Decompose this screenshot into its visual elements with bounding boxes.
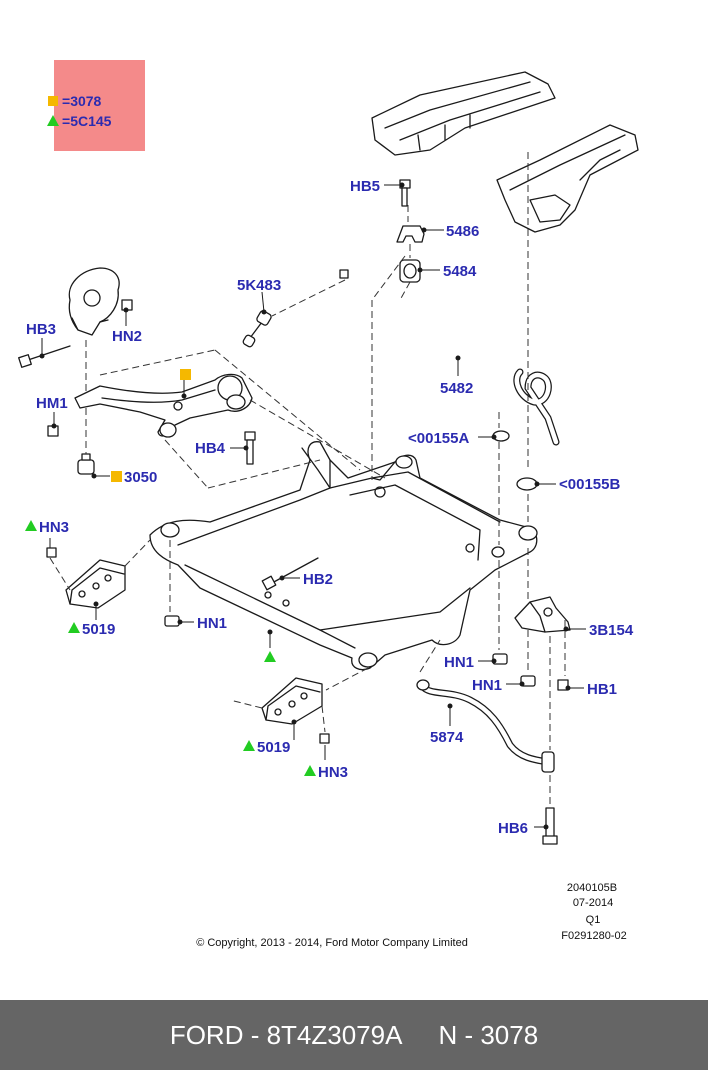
callout-hm1: HM1 (36, 395, 68, 412)
callout-5874: 5874 (430, 729, 464, 746)
link-5874 (416, 679, 555, 773)
legend-triangle-label: =5C145 (62, 113, 112, 129)
callout-hn3-right: HN3 (318, 764, 348, 781)
callout-5486: 5486 (446, 223, 479, 240)
callout-hb6: HB6 (498, 820, 528, 837)
callout-5482: 5482 (440, 380, 473, 397)
callout-hn2: HN2 (112, 328, 142, 345)
bracket-3b154 (514, 596, 571, 633)
callout-5019-left: 5019 (82, 621, 115, 638)
callout-3b154: 3B154 (589, 622, 634, 639)
bolt-hb3 (18, 345, 71, 368)
stabilizer-clamp (396, 225, 425, 243)
triangle-marker-icon (264, 651, 276, 662)
footer-part-number: FORD - 8T4Z3079A (169, 1019, 403, 1050)
triangle-marker-icon (68, 622, 80, 633)
callout-00155b: <00155B (559, 476, 620, 493)
callout-hn1-right-b: HN1 (472, 677, 502, 694)
nut-hn3 (46, 547, 330, 744)
steering-knuckle (68, 267, 133, 336)
callout-hb2: HB2 (303, 571, 333, 588)
bolt-hb5 (399, 179, 411, 207)
callout-5484: 5484 (443, 263, 477, 280)
ball-joint-3050 (77, 453, 95, 475)
triangle-marker-icon (25, 520, 37, 531)
triangle-marker-icon (304, 765, 316, 776)
parts-diagram: =3078 =5C145 (18, 60, 639, 949)
body-rail-upper (371, 71, 556, 156)
lower-control-arm (74, 373, 253, 438)
triangle-marker-icon (47, 115, 59, 126)
stabilizer-link (242, 269, 349, 348)
bolt-hb6 (542, 807, 558, 845)
stabilizer-bushing (399, 259, 421, 283)
callout-hb4: HB4 (195, 440, 226, 457)
body-rail-lower (496, 124, 639, 233)
callout-hn1-left: HN1 (197, 615, 227, 632)
bolt-hb4 (244, 431, 256, 465)
diagram-reference: F0291280-02 (561, 930, 626, 942)
triangle-marker-icon (243, 740, 255, 751)
footer-reference: N - 3078 (438, 1019, 539, 1050)
callout-5019-right: 5019 (257, 739, 290, 756)
front-subframe (149, 441, 538, 671)
callout-hb5: HB5 (350, 178, 380, 195)
square-marker-icon (111, 471, 122, 482)
callout-00155a: <00155A (408, 430, 469, 447)
nut-hn1 (164, 615, 536, 687)
diagram-date: 07-2014 (573, 897, 613, 909)
isolator-00155b (516, 477, 538, 491)
footer-bar: FORD - 8T4Z3079A N - 3078 (0, 1000, 708, 1070)
assembly-lines (49, 152, 566, 804)
bracket-5019-left (65, 559, 126, 609)
legend-box: =3078 =5C145 (47, 60, 145, 151)
bracket-5019-right (261, 677, 323, 725)
copyright-text: © Copyright, 2013 - 2014, Ford Motor Com… (196, 937, 468, 949)
callout-5k483: 5K483 (237, 277, 281, 294)
square-marker-icon (180, 369, 191, 380)
callout-hb1: HB1 (587, 681, 617, 698)
diagram-code: 2040105B (567, 882, 617, 894)
bolt-hb1 (557, 679, 569, 691)
callout-hn3-left: HN3 (39, 519, 69, 536)
stabilizer-bar (304, 292, 560, 446)
leader-lines (39, 182, 586, 830)
square-marker-icon (48, 96, 58, 106)
diagram-quarter: Q1 (586, 914, 601, 926)
callout-hb3: HB3 (26, 321, 56, 338)
callout-hn1-right-a: HN1 (444, 654, 474, 671)
callout-3050: 3050 (124, 469, 157, 486)
legend-square-label: =3078 (62, 93, 102, 109)
